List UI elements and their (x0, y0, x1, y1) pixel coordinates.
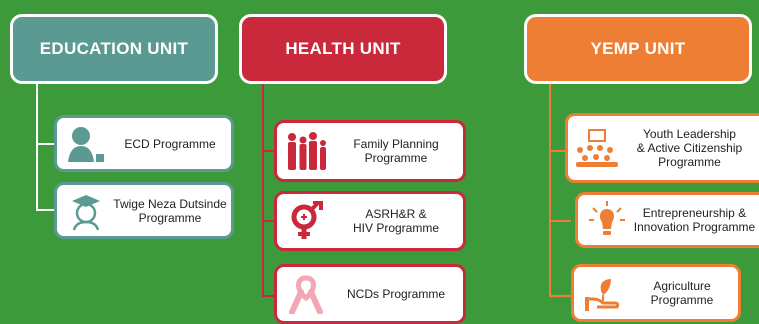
yemp-connector (549, 83, 551, 297)
programme-card-ncds: NCDs Programme (274, 264, 466, 324)
health-connector (262, 220, 280, 222)
health-connector (262, 83, 264, 297)
programme-card-youth-leadership: Youth Leadership & Active Citizenship Pr… (565, 113, 759, 183)
programme-card-asrhr-hiv: ASRH&R & HIV Programme (274, 191, 466, 251)
yemp-connector (549, 150, 571, 152)
health-unit-header: HEALTH UNIT (239, 14, 447, 84)
education-unit-header: EDUCATION UNIT (10, 14, 218, 84)
lightbulb-icon (584, 200, 630, 240)
education-connector (36, 143, 56, 145)
programme-card-family-planning: Family Planning Programme (274, 120, 466, 182)
health-connector (262, 150, 280, 152)
audience-icon (574, 128, 620, 168)
graduate-icon (63, 191, 109, 231)
programme-card-agriculture: Agriculture Programme (571, 264, 741, 322)
programme-card-ecd: ECD Programme (54, 115, 234, 172)
gender-symbol-icon (283, 201, 329, 241)
health-connector (262, 295, 280, 297)
plant-in-hand-icon (580, 273, 626, 313)
programme-label: Youth Leadership & Active Citizenship Pr… (636, 127, 743, 169)
yemp-connector (549, 220, 571, 222)
education-unit-title: EDUCATION UNIT (39, 39, 189, 58)
programme-label: Family Planning Programme (353, 137, 439, 165)
programme-card-entrepreneurship: Entrepreneurship & Innovation Programme (575, 192, 759, 248)
yemp-unit-header: YEMP UNIT (524, 14, 752, 84)
programme-label: ECD Programme (124, 136, 216, 151)
programme-card-twige-neza: Twige Neza Dutsinde Programme (54, 182, 234, 239)
ribbon-icon (283, 274, 329, 314)
programme-label: NCDs Programme (346, 287, 445, 301)
programme-label: Twige Neza Dutsinde Programme (113, 196, 227, 225)
programme-label: Agriculture Programme (650, 279, 714, 307)
health-unit-title: HEALTH UNIT (285, 39, 401, 58)
family-icon (283, 131, 329, 171)
programme-label: ASRH&R & HIV Programme (352, 207, 440, 235)
child-icon (63, 124, 109, 164)
yemp-connector (549, 295, 571, 297)
education-connector (36, 209, 56, 211)
education-connector (36, 83, 38, 210)
programme-label: Entrepreneurship & Innovation Programme (633, 206, 756, 234)
yemp-unit-title: YEMP UNIT (590, 39, 686, 58)
